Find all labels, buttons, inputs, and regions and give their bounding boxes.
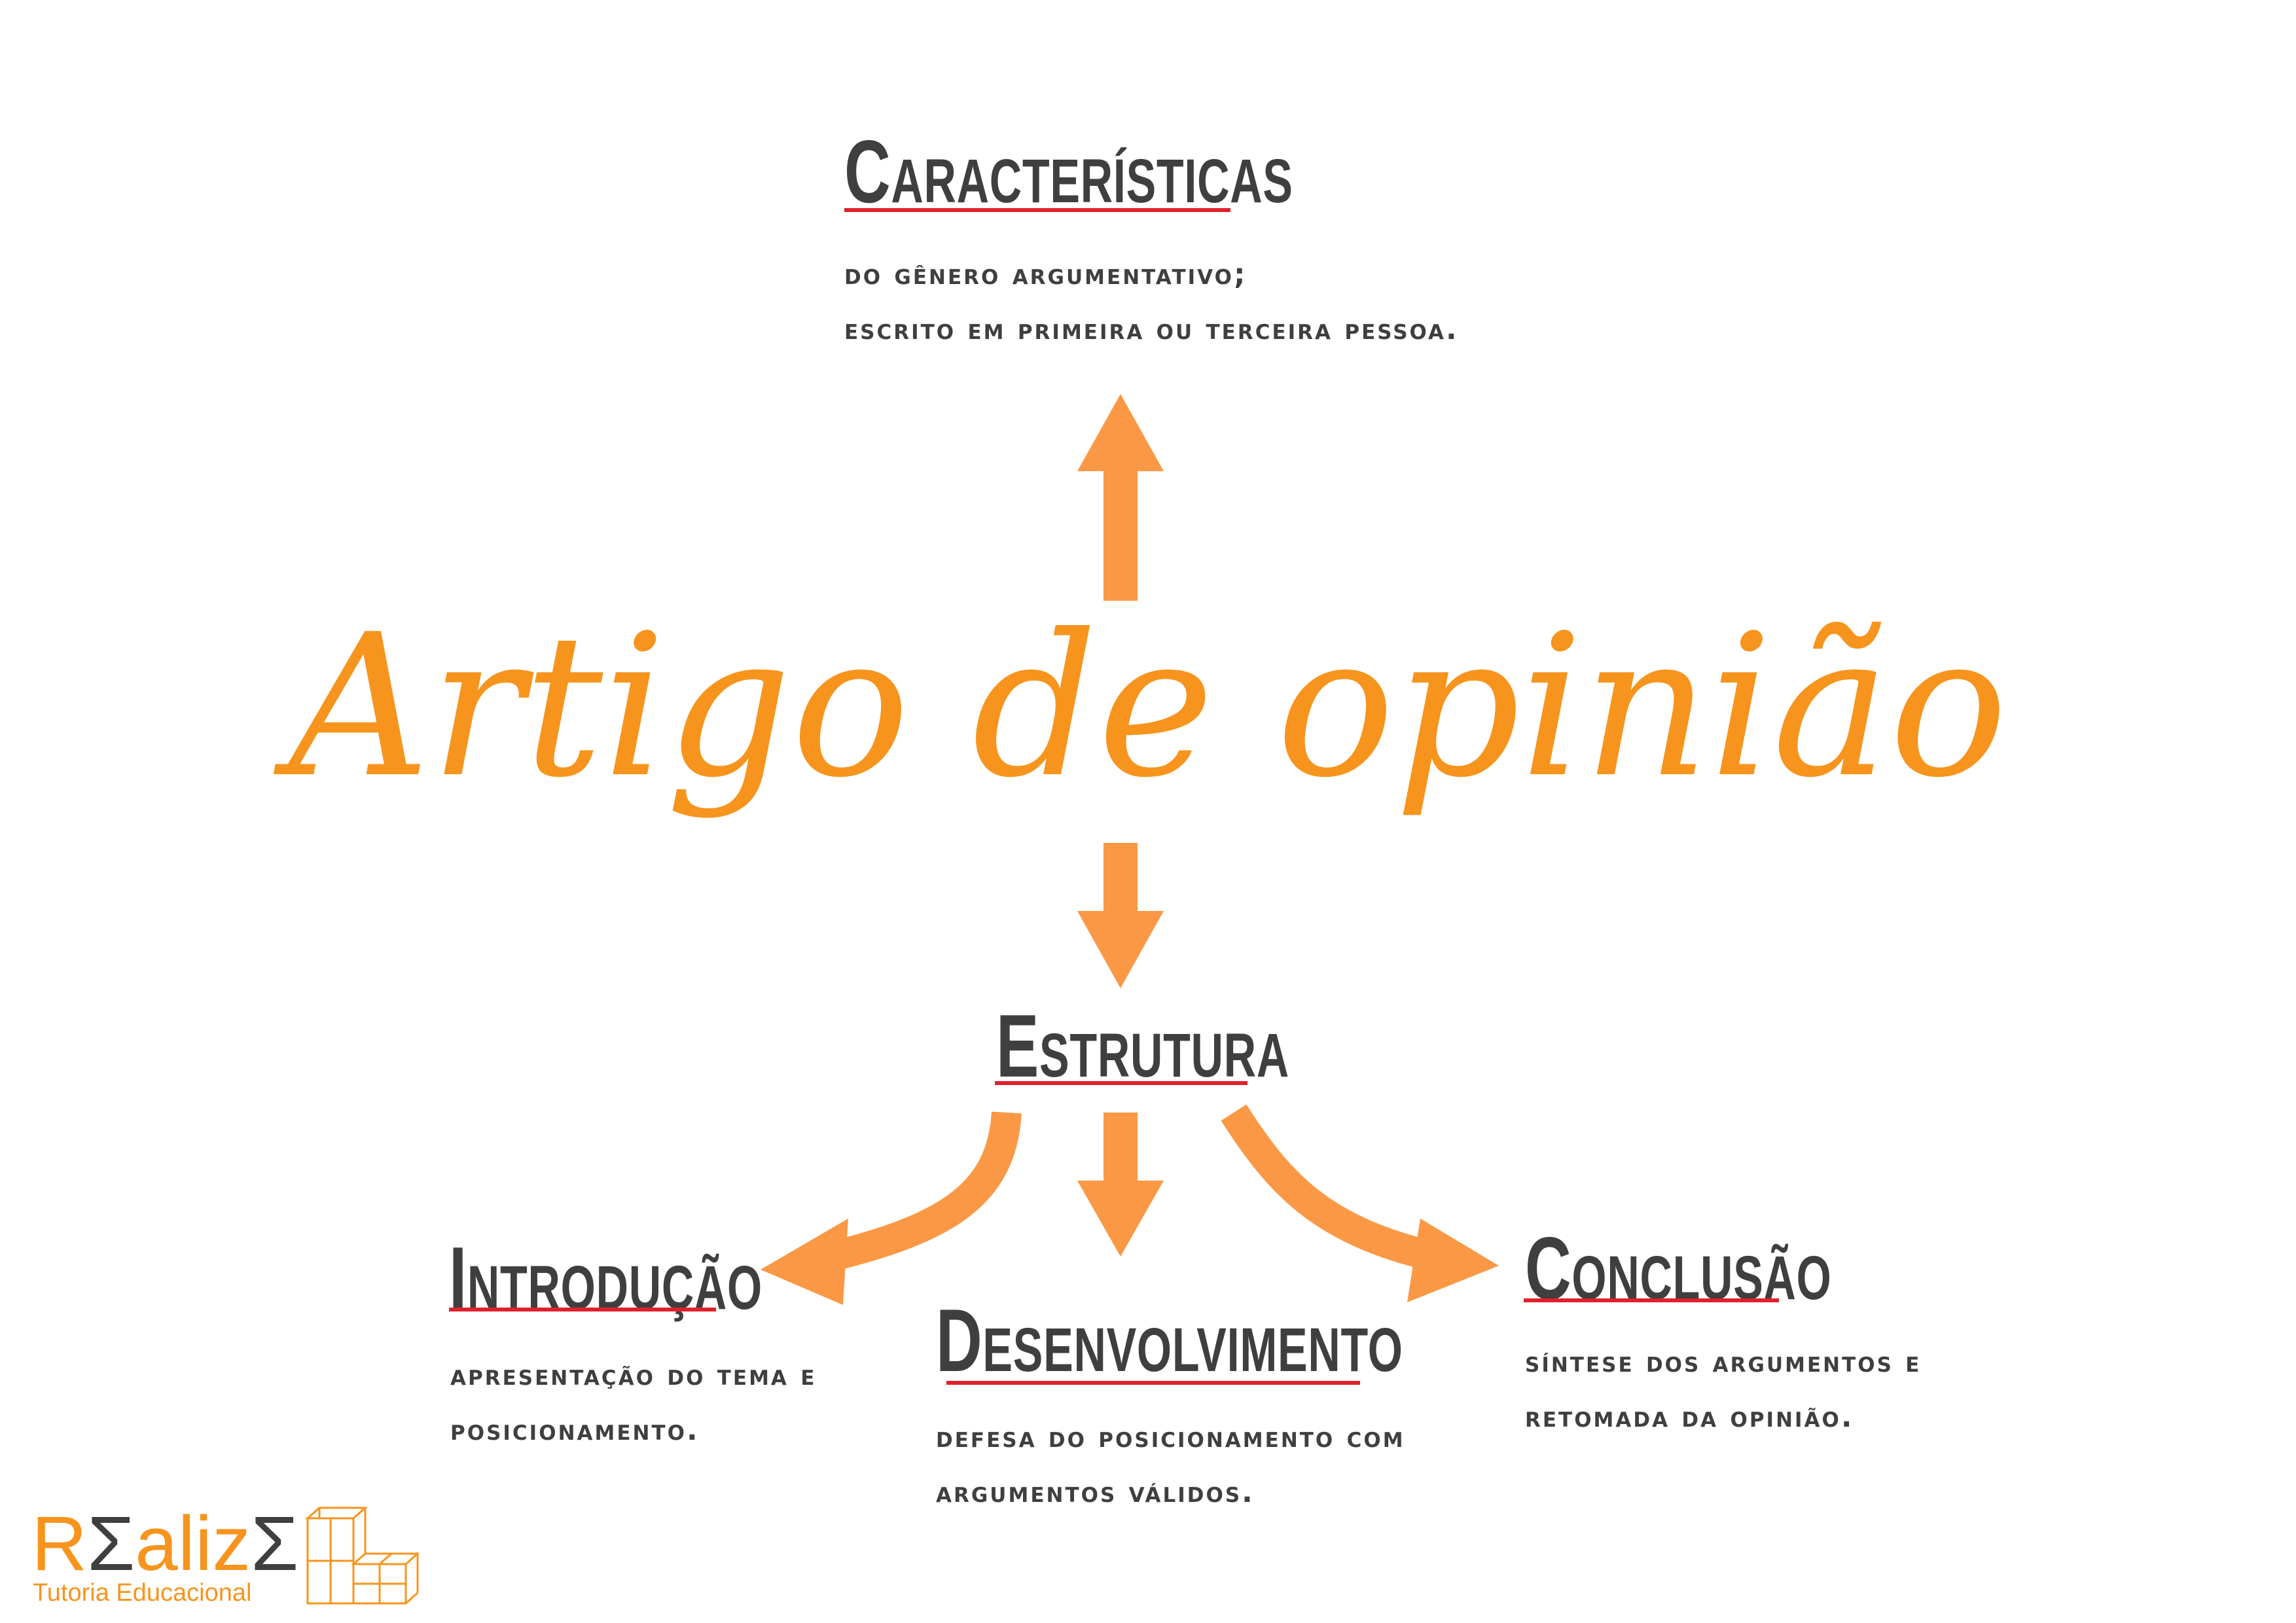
logo-sigma-1: Σ	[87, 1501, 135, 1587]
conclusao-line-1: síntese dos argumentos e	[1525, 1346, 1922, 1379]
estrutura-underline	[995, 1081, 1247, 1085]
desenvolvimento-line-2: argumentos válidos.	[936, 1476, 1255, 1509]
curved-arrow-right-icon	[1221, 1104, 1499, 1302]
caracteristicas-underline	[844, 208, 1230, 212]
caracteristicas-line-1: do gênero argumentativo;	[844, 258, 1247, 291]
cubes-logo-icon	[305, 1507, 419, 1605]
conclusao-text: síntese dos argumentos e retomada da opi…	[1525, 1335, 1921, 1445]
estrutura-heading: Estrutura	[996, 996, 1289, 1096]
introducao-line-2: posicionamento.	[450, 1414, 700, 1447]
caracteristicas-text: do gênero argumentativo; escrito em prim…	[844, 247, 1459, 357]
logo-wordmark: RΣalizΣ	[31, 1505, 298, 1582]
caracteristicas-heading: Características	[844, 122, 1293, 221]
introducao-line-1: apresentação do tema e	[450, 1359, 817, 1392]
logo-tagline: Tutoria Educacional	[33, 1579, 252, 1607]
conclusao-heading: Conclusão	[1525, 1219, 1832, 1318]
logo-sigma-2: Σ	[251, 1501, 299, 1587]
arrow-up-icon	[1077, 394, 1164, 601]
caracteristicas-line-2: escrito em primeira ou terceira pessoa.	[844, 313, 1459, 346]
desenvolvimento-text: defesa do posicionamento com argumentos …	[936, 1410, 1405, 1520]
conclusao-line-2: retomada da opinião.	[1525, 1400, 1854, 1434]
introducao-text: apresentação do tema e posicionamento.	[450, 1348, 816, 1458]
introducao-underline	[449, 1308, 716, 1311]
curved-arrow-left-icon	[761, 1111, 1022, 1305]
desenvolvimento-underline	[946, 1381, 1360, 1385]
arrow-down-icon	[1077, 1113, 1164, 1257]
arrow-down-icon	[1077, 843, 1164, 988]
logo-letter-r: R	[31, 1501, 88, 1587]
main-title: Artigo de opinião	[288, 592, 2008, 821]
logo-letters-aliz: aliz	[135, 1501, 251, 1587]
conclusao-underline	[1524, 1298, 1779, 1302]
desenvolvimento-line-1: defesa do posicionamento com	[936, 1421, 1405, 1454]
desenvolvimento-heading: Desenvolvimento	[936, 1291, 1403, 1390]
